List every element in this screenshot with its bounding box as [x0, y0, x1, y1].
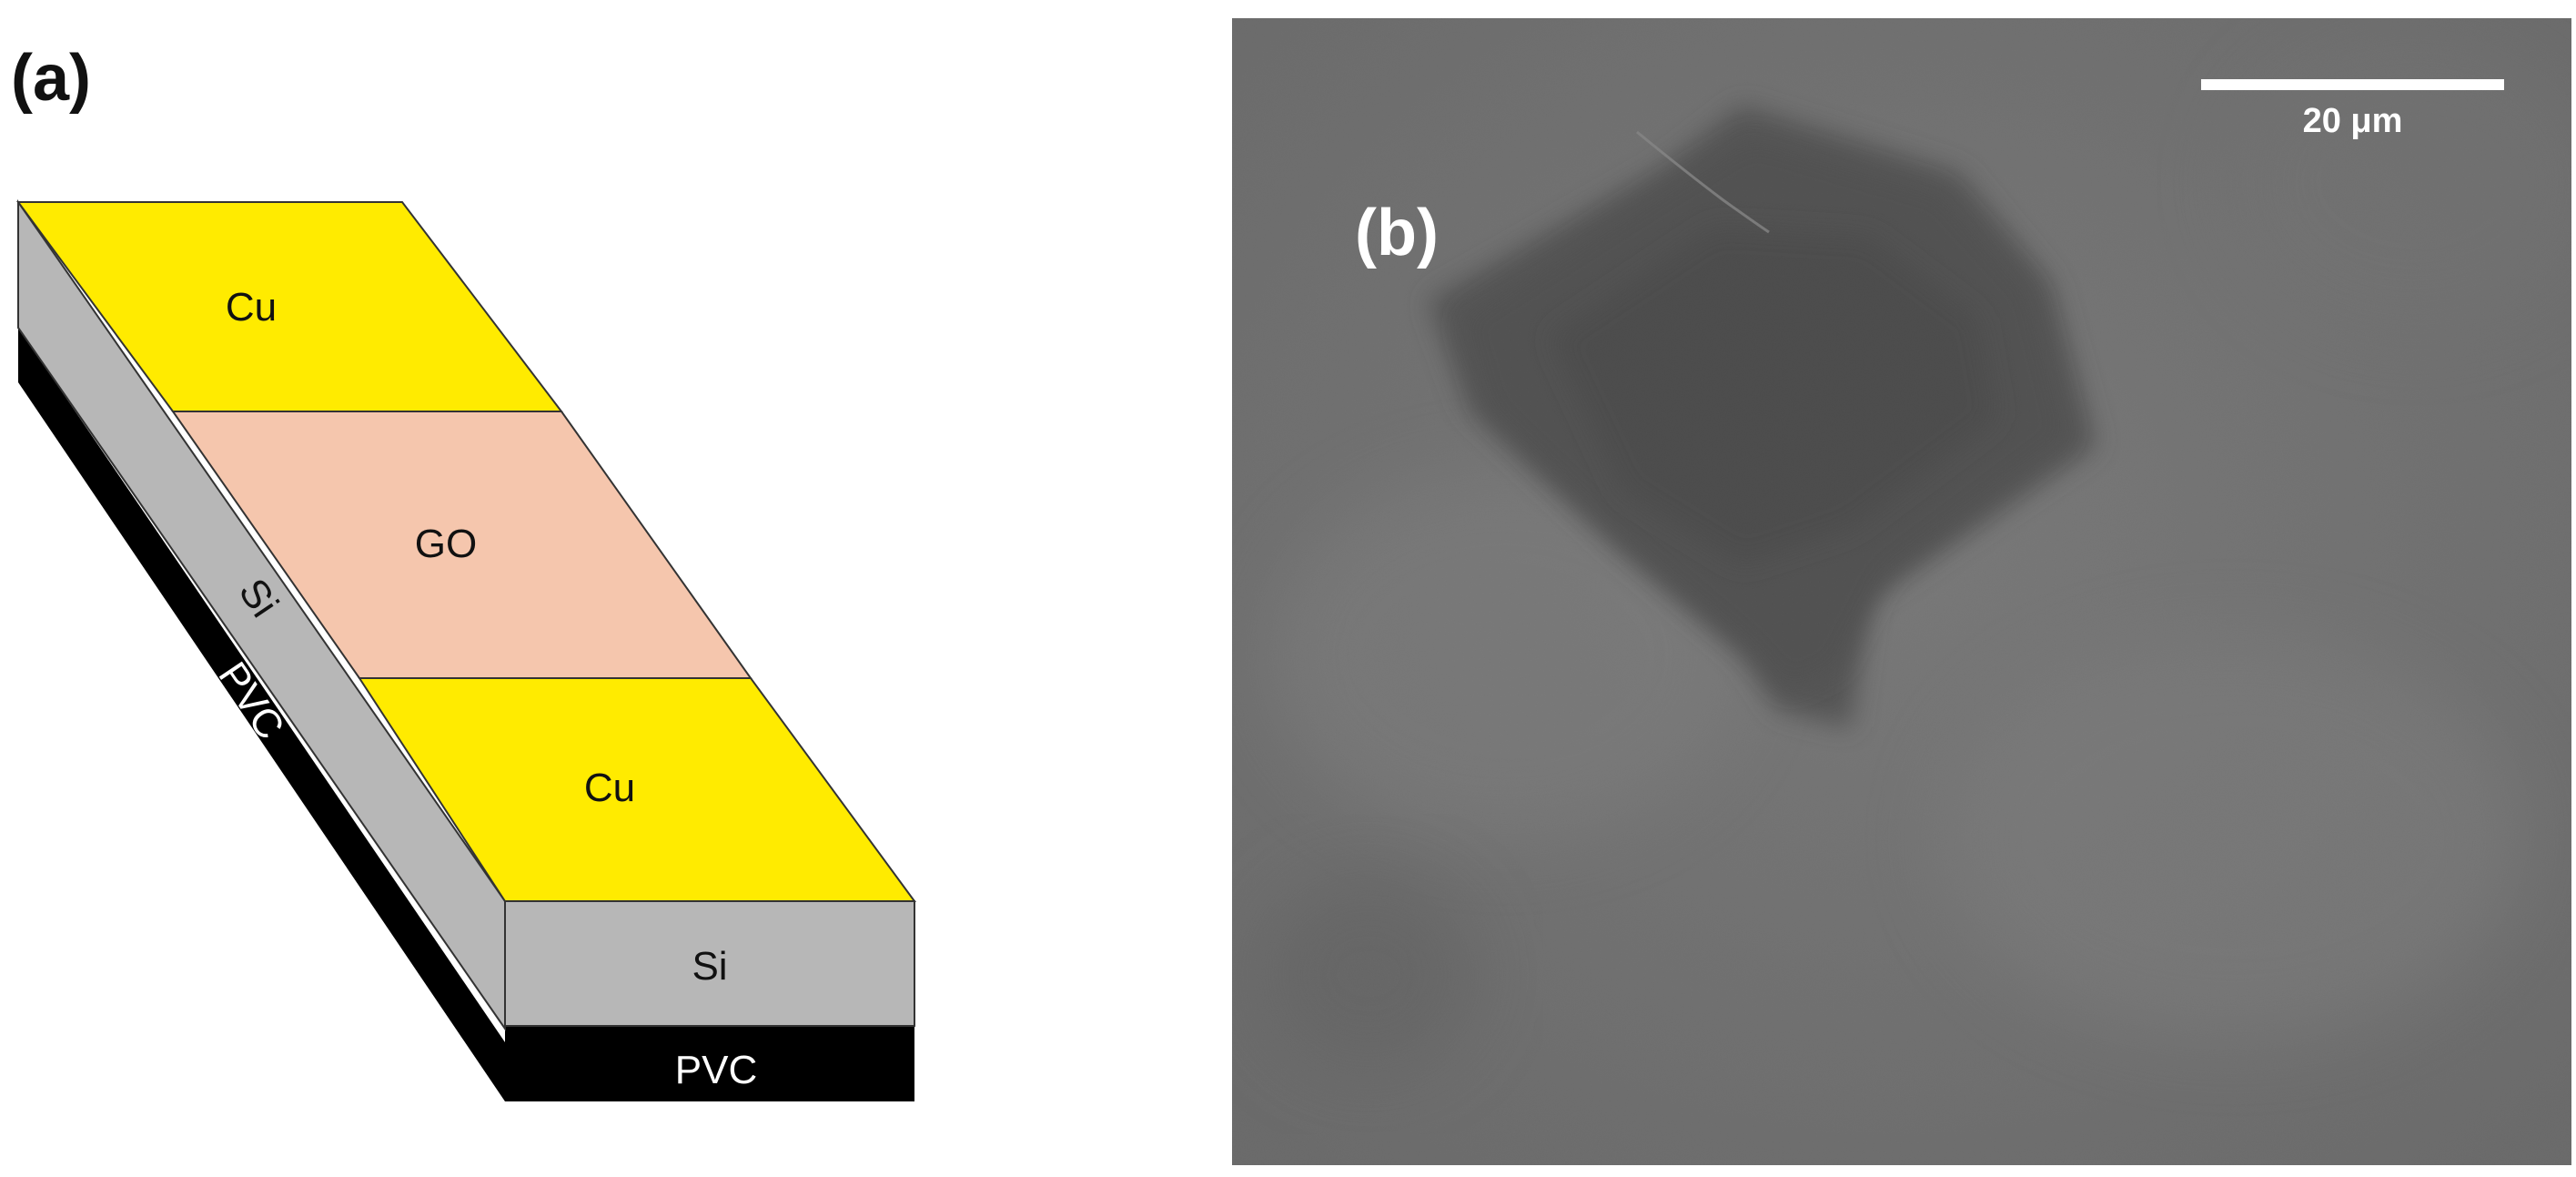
sem-image: [1232, 18, 2571, 1165]
panel-a-label: (a): [11, 42, 91, 115]
top-cu-label: Cu: [226, 285, 277, 330]
si-side-face: [17, 198, 506, 1032]
si-front-label: Si: [692, 944, 727, 989]
pvc-front-label: PVC: [675, 1048, 757, 1092]
sem-noise-overlay: [1232, 18, 2571, 1165]
bottom-cu-electrode: [358, 677, 916, 902]
device-schematic: Cu GO Cu Si PVC Si PVC: [16, 198, 916, 1101]
go-label: GO: [415, 522, 477, 566]
panel-b-label: (b): [1355, 197, 1439, 269]
pvc-side-face: [18, 328, 505, 1101]
pvc-front-face: [505, 1026, 914, 1101]
si-front-face: [504, 900, 915, 1027]
scale-bar: [2201, 79, 2504, 90]
sem-micrograph: (b) 20 μm: [1232, 18, 2571, 1165]
scale-bar-label: 20 μm: [2302, 102, 2403, 140]
bottom-cu-label: Cu: [584, 766, 635, 810]
